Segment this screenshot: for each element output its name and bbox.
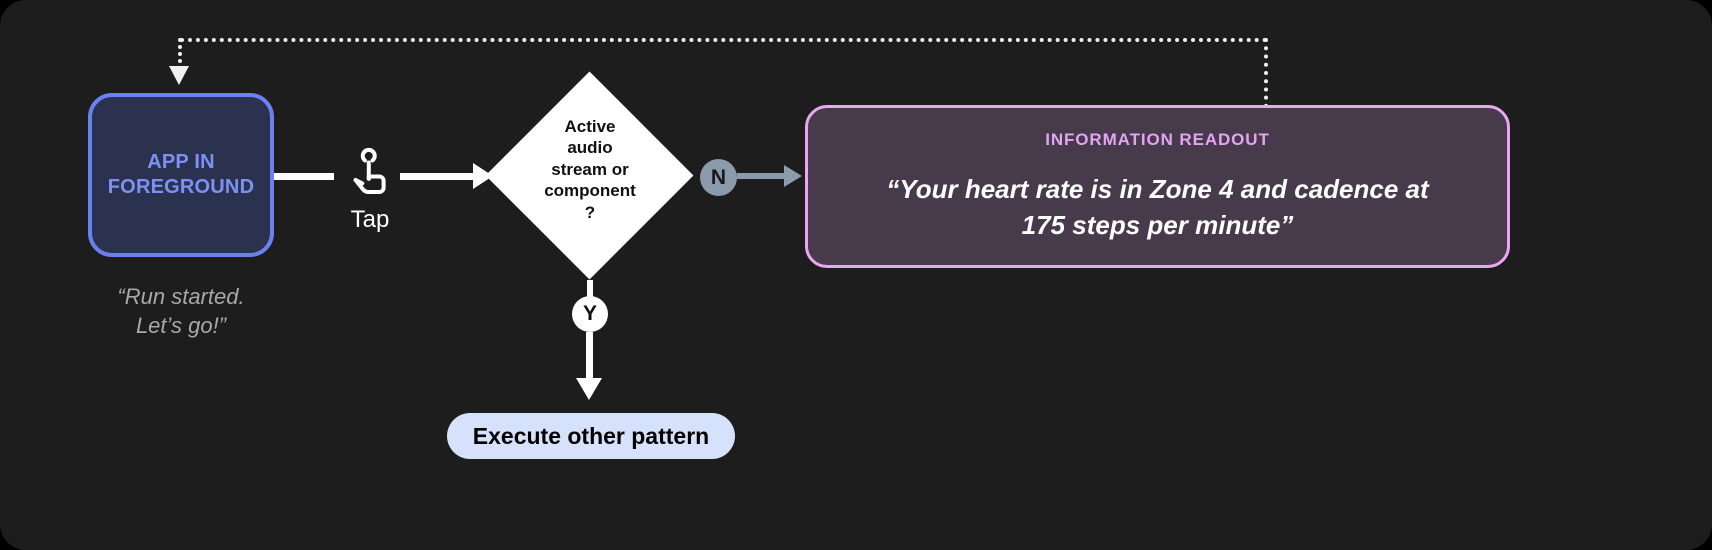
branch-badge-yes: Y	[572, 296, 608, 332]
app-caption-line1: “Run started.	[117, 284, 245, 309]
readout-body-line1: “Your heart rate is in Zone 4 and cadenc…	[886, 174, 1429, 205]
yes-branch-connector	[586, 332, 593, 382]
tap-connector-segment-left	[274, 173, 334, 180]
node-decision-active-audio[interactable]: Active audio stream or component ?	[485, 71, 694, 280]
no-branch-arrowhead-icon	[784, 165, 802, 187]
decision-line1: Active	[564, 117, 616, 136]
decision-line3: stream or	[551, 159, 629, 179]
no-branch-connector	[737, 173, 787, 179]
feedback-loop-top-segment	[180, 38, 1268, 42]
readout-body-line2: 175 steps per minute”	[1021, 209, 1294, 240]
feedback-loop-left-segment	[178, 38, 182, 70]
yes-branch-stub	[587, 280, 593, 298]
feedback-loop-arrowhead-icon	[169, 66, 189, 85]
tap-hand-icon	[341, 145, 397, 201]
information-readout-body: “Your heart rate is in Zone 4 and cadenc…	[860, 172, 1454, 243]
app-label-line2: FOREGROUND	[107, 176, 255, 198]
feedback-loop-right-segment	[1264, 38, 1268, 108]
tap-action-label: Tap	[350, 206, 390, 233]
yes-branch-arrowhead-icon	[576, 378, 602, 400]
app-caption-line2: Let’s go!”	[135, 312, 227, 338]
decision-line5: ?	[584, 202, 596, 222]
decision-line2: audio	[567, 138, 613, 158]
tap-connector-arrowhead-icon	[473, 163, 493, 189]
decision-label: Active audio stream or component ?	[516, 116, 664, 223]
node-app-in-foreground[interactable]: APP IN FOREGROUND	[88, 93, 274, 257]
decision-line4: component	[544, 181, 636, 201]
information-readout-title: INFORMATION READOUT	[1045, 130, 1270, 150]
branch-badge-no: N	[700, 159, 737, 196]
tap-connector-segment-right	[400, 173, 476, 180]
node-information-readout[interactable]: INFORMATION READOUT “Your heart rate is …	[805, 105, 1510, 268]
node-execute-other-pattern[interactable]: Execute other pattern	[447, 413, 735, 459]
app-in-foreground-caption: “Run started. Let’s go!”	[70, 283, 292, 340]
app-in-foreground-label: APP IN FOREGROUND	[108, 150, 254, 200]
app-label-line1: APP IN	[147, 151, 215, 173]
